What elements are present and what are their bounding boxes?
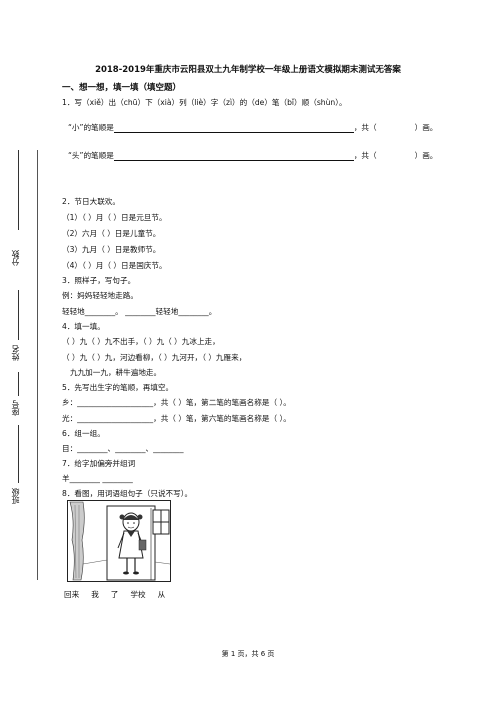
word: 学校 [130,590,146,599]
section-heading: 一、想一想，填一填（填空题） [62,83,182,93]
q3-line: 轻轻地________。 ________轻轻地________。 [62,307,217,316]
q2-item: （2）六月（ ）日是儿童节。 [62,229,161,238]
q8-words: 回来 我 了 学校 从 [64,589,165,600]
q5-text: 5．先写出生字的笔顺，再填空。 [62,383,174,392]
word: 从 [157,590,166,599]
q4-line: （ ）九（ ）九，河边看柳，（ ）九河开，（ ）九雁来， [62,353,247,362]
q1-row1-end: ）画。 [414,123,438,132]
q2-item: （1）（ ）月（ ）日是元旦节。 [62,213,167,222]
q2-text: 2．节日大联欢。 [62,197,120,206]
q8-text: 8．看图，用词语组句子（只说不写）。 [62,489,193,498]
name-blank [18,290,19,340]
q1-row1: “小”的笔顺是 ，共（ ）画。 [68,122,437,133]
sidebar-label-score: 分数 [11,250,20,266]
class-blank [18,425,19,483]
q1-row2-prefix: “头”的笔顺是 [68,151,114,160]
q3-example: 例：妈妈轻轻地走路。 [62,291,138,300]
q4-line: （ ）九（ ）九不出手，（ ）九（ ）九冰上走， [62,337,220,346]
seat-blank [18,372,19,396]
page-title: 2018-2019年重庆市云阳县双土九年制学校一年级上册语文模拟期末测试无答案 [95,65,401,75]
q1-row2: “头”的笔顺是 ，共（ ）画。 [68,150,437,161]
page-footer: 第 1 页，共 6 页 [221,650,275,658]
q1-row2-blank[interactable] [113,151,354,161]
q1-text: 1．写（xiě）出（chū）下（xià）列（liè）字（zì）的（de）笔（bǐ… [62,98,347,107]
q1-row2-end: ）画。 [414,151,438,160]
binding-line [37,150,38,580]
q2-item: （3）九月（ ）日是教师节。 [62,245,161,254]
q5-line1: 乡：____________________，共（ ）笔，第二笔的笔画名称是（ … [62,398,291,407]
word: 我 [91,590,99,599]
q1-row2-suffix: ，共（ [353,151,377,160]
q4-line: 九九加一九，耕牛遍地走。 [70,368,162,377]
sidebar-label-name: 姓名 [11,345,20,361]
q6-line: 目：________、________、________ [62,444,184,453]
q3-text: 3．照样子，写句子。 [62,276,136,285]
word: 回来 [64,590,80,599]
q1-row1-blank[interactable] [113,123,354,133]
girl-at-door-picture [67,500,171,582]
q1-row1-suffix: ，共（ [353,123,377,132]
score-blank [18,150,19,230]
q1-row1-prefix: “小”的笔顺是 [68,123,114,132]
q6-text: 6．组一组。 [62,429,105,438]
q2-item: （4）（ ）月（ ）日是国庆节。 [62,261,167,270]
q7-line: 羊________ ________ [62,474,133,483]
q7-text: 7．给字加偏旁并组词 [62,459,136,468]
sidebar-label-seat: 座号 [11,400,20,416]
sidebar-label-class: 班级 [11,488,20,504]
q5-line2: 光：____________________，共（ ）笔，第六笔的笔画名称是（ … [62,414,291,423]
word: 了 [110,590,119,599]
q4-text: 4．填一填。 [62,322,105,331]
